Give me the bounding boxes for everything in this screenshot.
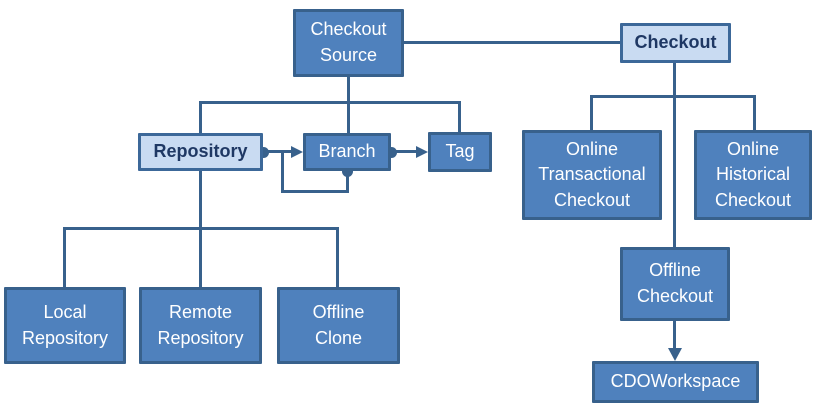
node-offline-clone-label: Offline Clone <box>312 301 365 348</box>
edge-checkoutsource-stem <box>347 77 350 133</box>
arrowhead-into-cdoworkspace-icon <box>668 348 682 361</box>
node-cdo-workspace-label: CDOWorkspace <box>610 371 741 392</box>
edge-offlinecheckout-cdoworkspace <box>673 321 676 350</box>
edge-checkout-stem <box>673 63 676 247</box>
node-checkout-source-label: Checkout Source <box>310 19 387 65</box>
edge-repository-branch <box>263 150 293 153</box>
arrowhead-into-tag-icon <box>416 146 428 158</box>
edge-drop-online-transactional <box>590 95 593 130</box>
node-repository: Repository <box>138 133 263 171</box>
node-checkout: Checkout <box>620 23 731 63</box>
edge-tree-top-rail <box>199 101 461 104</box>
node-local-repository-label: Local Repository <box>21 301 109 348</box>
node-offline-checkout: Offline Checkout <box>620 247 730 321</box>
node-checkout-source: Checkout Source <box>293 9 404 77</box>
node-branch-label: Branch <box>318 141 376 162</box>
node-remote-repository-label: Remote Repository <box>157 301 244 348</box>
node-tag-label: Tag <box>445 141 475 162</box>
edge-checkoutsource-checkout <box>404 41 620 44</box>
node-checkout-label: Checkout <box>634 32 717 53</box>
edge-branch-loop-bottom <box>281 190 349 193</box>
node-branch: Branch <box>303 133 391 171</box>
containment-dot-repository <box>258 147 269 158</box>
node-offline-clone: Offline Clone <box>277 287 400 364</box>
arrowhead-into-branch-icon <box>291 146 303 158</box>
edge-tree-drop-tag <box>458 101 461 132</box>
edge-branch-loop-left <box>281 151 284 193</box>
node-cdo-workspace: CDOWorkspace <box>592 361 759 403</box>
node-online-transactional-checkout: Online Transactional Checkout <box>522 130 662 220</box>
node-offline-checkout-label: Offline Checkout <box>636 260 714 306</box>
edge-branch-tag <box>391 150 418 153</box>
edge-tree-drop-offlineclone <box>336 227 339 287</box>
containment-dot-branch-bottom <box>342 166 353 177</box>
node-online-historical-checkout: Online Historical Checkout <box>694 130 812 220</box>
edge-drop-online-historical <box>753 95 756 130</box>
node-online-transactional-checkout-label: Online Transactional Checkout <box>538 138 646 210</box>
edge-tree-drop-repository <box>199 101 202 133</box>
node-online-historical-checkout-label: Online Historical Checkout <box>714 138 792 210</box>
edge-tree-drop-remote <box>199 227 202 287</box>
edge-checkout-rail <box>590 95 756 98</box>
node-local-repository: Local Repository <box>4 287 126 364</box>
edge-branch-loop-right <box>346 171 349 193</box>
containment-dot-branch-right <box>386 147 397 158</box>
node-tag: Tag <box>428 132 492 172</box>
edge-repository-stem <box>199 171 202 229</box>
node-remote-repository: Remote Repository <box>139 287 262 364</box>
edge-tree-drop-local <box>63 227 66 287</box>
node-repository-label: Repository <box>153 141 248 162</box>
